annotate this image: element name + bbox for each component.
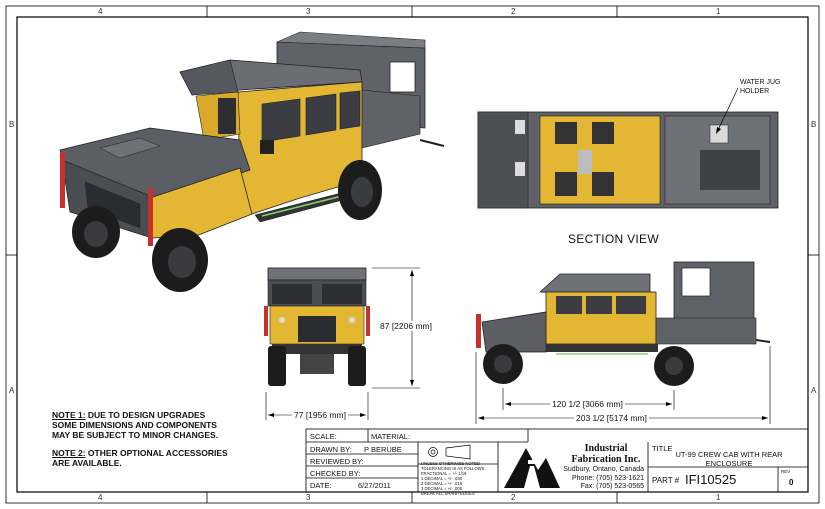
- drawing-title-line-2: ENCLOSURE: [705, 458, 753, 468]
- zone-label-top-1: 1: [716, 7, 721, 16]
- dimension-arrows: [268, 270, 768, 420]
- scale-label: SCALE:: [310, 432, 337, 441]
- date-label: DATE:: [310, 481, 332, 490]
- note-2-line-1: OTHER OPTIONAL ACCESSORIES: [85, 448, 228, 458]
- drawing-title: UT-99 CREW CAB WITH REAR ENCLOSURE: [650, 450, 808, 468]
- zone-label-bottom-4: 4: [98, 493, 103, 502]
- tolerance-line: 2 DECIMAL = +/- .015: [421, 481, 463, 486]
- note-1-line-2: SOME DIMENSIONS AND COMPONENTS: [52, 420, 217, 430]
- zone-label-bottom-3: 3: [306, 493, 311, 502]
- tolerance-line: TOLERANCING IS AS FOLLOWS:: [421, 466, 486, 471]
- zone-label-bottom-2: 2: [511, 493, 516, 502]
- tolerance-line: FRACTIONAL = +/- 1/16: [421, 471, 467, 476]
- title-label: TITLE: [652, 444, 673, 453]
- note-1-heading: NOTE 1:: [52, 410, 86, 420]
- revision-value: 0: [789, 478, 794, 487]
- company-logo: [504, 448, 560, 488]
- zone-label-right-b: B: [811, 120, 817, 129]
- isometric-view: [59, 31, 445, 292]
- outer-border: [5, 5, 820, 504]
- zone-ticks: [6, 6, 819, 503]
- company-phone: Phone: (705) 523-1621: [572, 474, 644, 482]
- section-top-view: [477, 87, 779, 209]
- zone-label-top-2: 2: [511, 7, 516, 16]
- dimension-width: 77 [1956 mm]: [292, 410, 348, 420]
- zone-label-bottom-1: 1: [716, 493, 721, 502]
- part-number: IFI10525: [685, 472, 737, 487]
- tolerance-line: UNLESS OTHERWISE NOTED: [421, 461, 481, 466]
- company-city: Sudbury, Ontario, Canada: [563, 466, 644, 473]
- note-2-line-2: ARE AVAILABLE.: [52, 458, 122, 468]
- note-1: NOTE 1: DUE TO DESIGN UPGRADES SOME DIME…: [52, 410, 218, 440]
- dimension-wheelbase: 120 1/2 [3066 mm]: [550, 399, 625, 409]
- water-jug-callout: WATER JUG HOLDER: [740, 79, 781, 95]
- tolerance-line: 3 DECIMAL = +/- .005: [421, 486, 463, 491]
- zone-label-top-3: 3: [306, 7, 311, 16]
- checked-by-label: CHECKED BY:: [310, 469, 361, 478]
- date-value: 6/27/2011: [358, 481, 391, 490]
- zone-label-left-a: A: [9, 386, 15, 395]
- part-number-label: PART #: [652, 476, 680, 485]
- note-1-line-1: DUE TO DESIGN UPGRADES: [85, 410, 206, 420]
- reviewed-by-label: REVIEWED BY:: [310, 457, 364, 466]
- tolerance-line: 1 DECIMAL = +/- .030: [421, 476, 463, 481]
- side-view: [476, 261, 771, 386]
- zone-label-left-b: B: [9, 120, 15, 129]
- company-name-line-1: Industrial: [584, 443, 628, 454]
- drawing-title-line-1: UT-99 CREW CAB WITH REAR: [675, 450, 783, 459]
- drawn-by-label: DRAWN BY:: [310, 445, 352, 454]
- tolerance-line: BREAK ALL SHARP EDGES: [421, 491, 475, 496]
- zone-label-right-a: A: [811, 386, 817, 395]
- revision-label: REV: [781, 469, 791, 474]
- company-address: Sudbury, Ontario, Canada Phone: (705) 52…: [548, 466, 644, 492]
- company-name: Industrial Fabrication Inc.: [566, 443, 646, 465]
- projection-symbol: [428, 444, 471, 460]
- note-1-line-3: MAY BE SUBJECT TO MINOR CHANGES.: [52, 430, 219, 440]
- front-view: [264, 267, 370, 386]
- tolerance-notes: UNLESS OTHERWISE NOTED TOLERANCING IS AS…: [421, 461, 497, 496]
- dimension-height: 87 [2206 mm]: [378, 321, 434, 331]
- dimension-overall-length: 203 1/2 [5174 mm]: [574, 413, 649, 423]
- drawn-by-value: P BERUBE: [364, 445, 402, 454]
- company-name-line-2: Fabrication Inc.: [571, 454, 641, 465]
- section-view-label: SECTION VIEW: [568, 232, 659, 246]
- material-label: MATERIAL:: [371, 432, 411, 441]
- zone-label-top-4: 4: [98, 7, 103, 16]
- title-block-grid: [305, 428, 809, 493]
- note-2: NOTE 2: OTHER OPTIONAL ACCESSORIES ARE A…: [52, 448, 228, 468]
- company-fax: Fax: (705) 523-0565: [580, 483, 644, 490]
- note-2-heading: NOTE 2:: [52, 448, 86, 458]
